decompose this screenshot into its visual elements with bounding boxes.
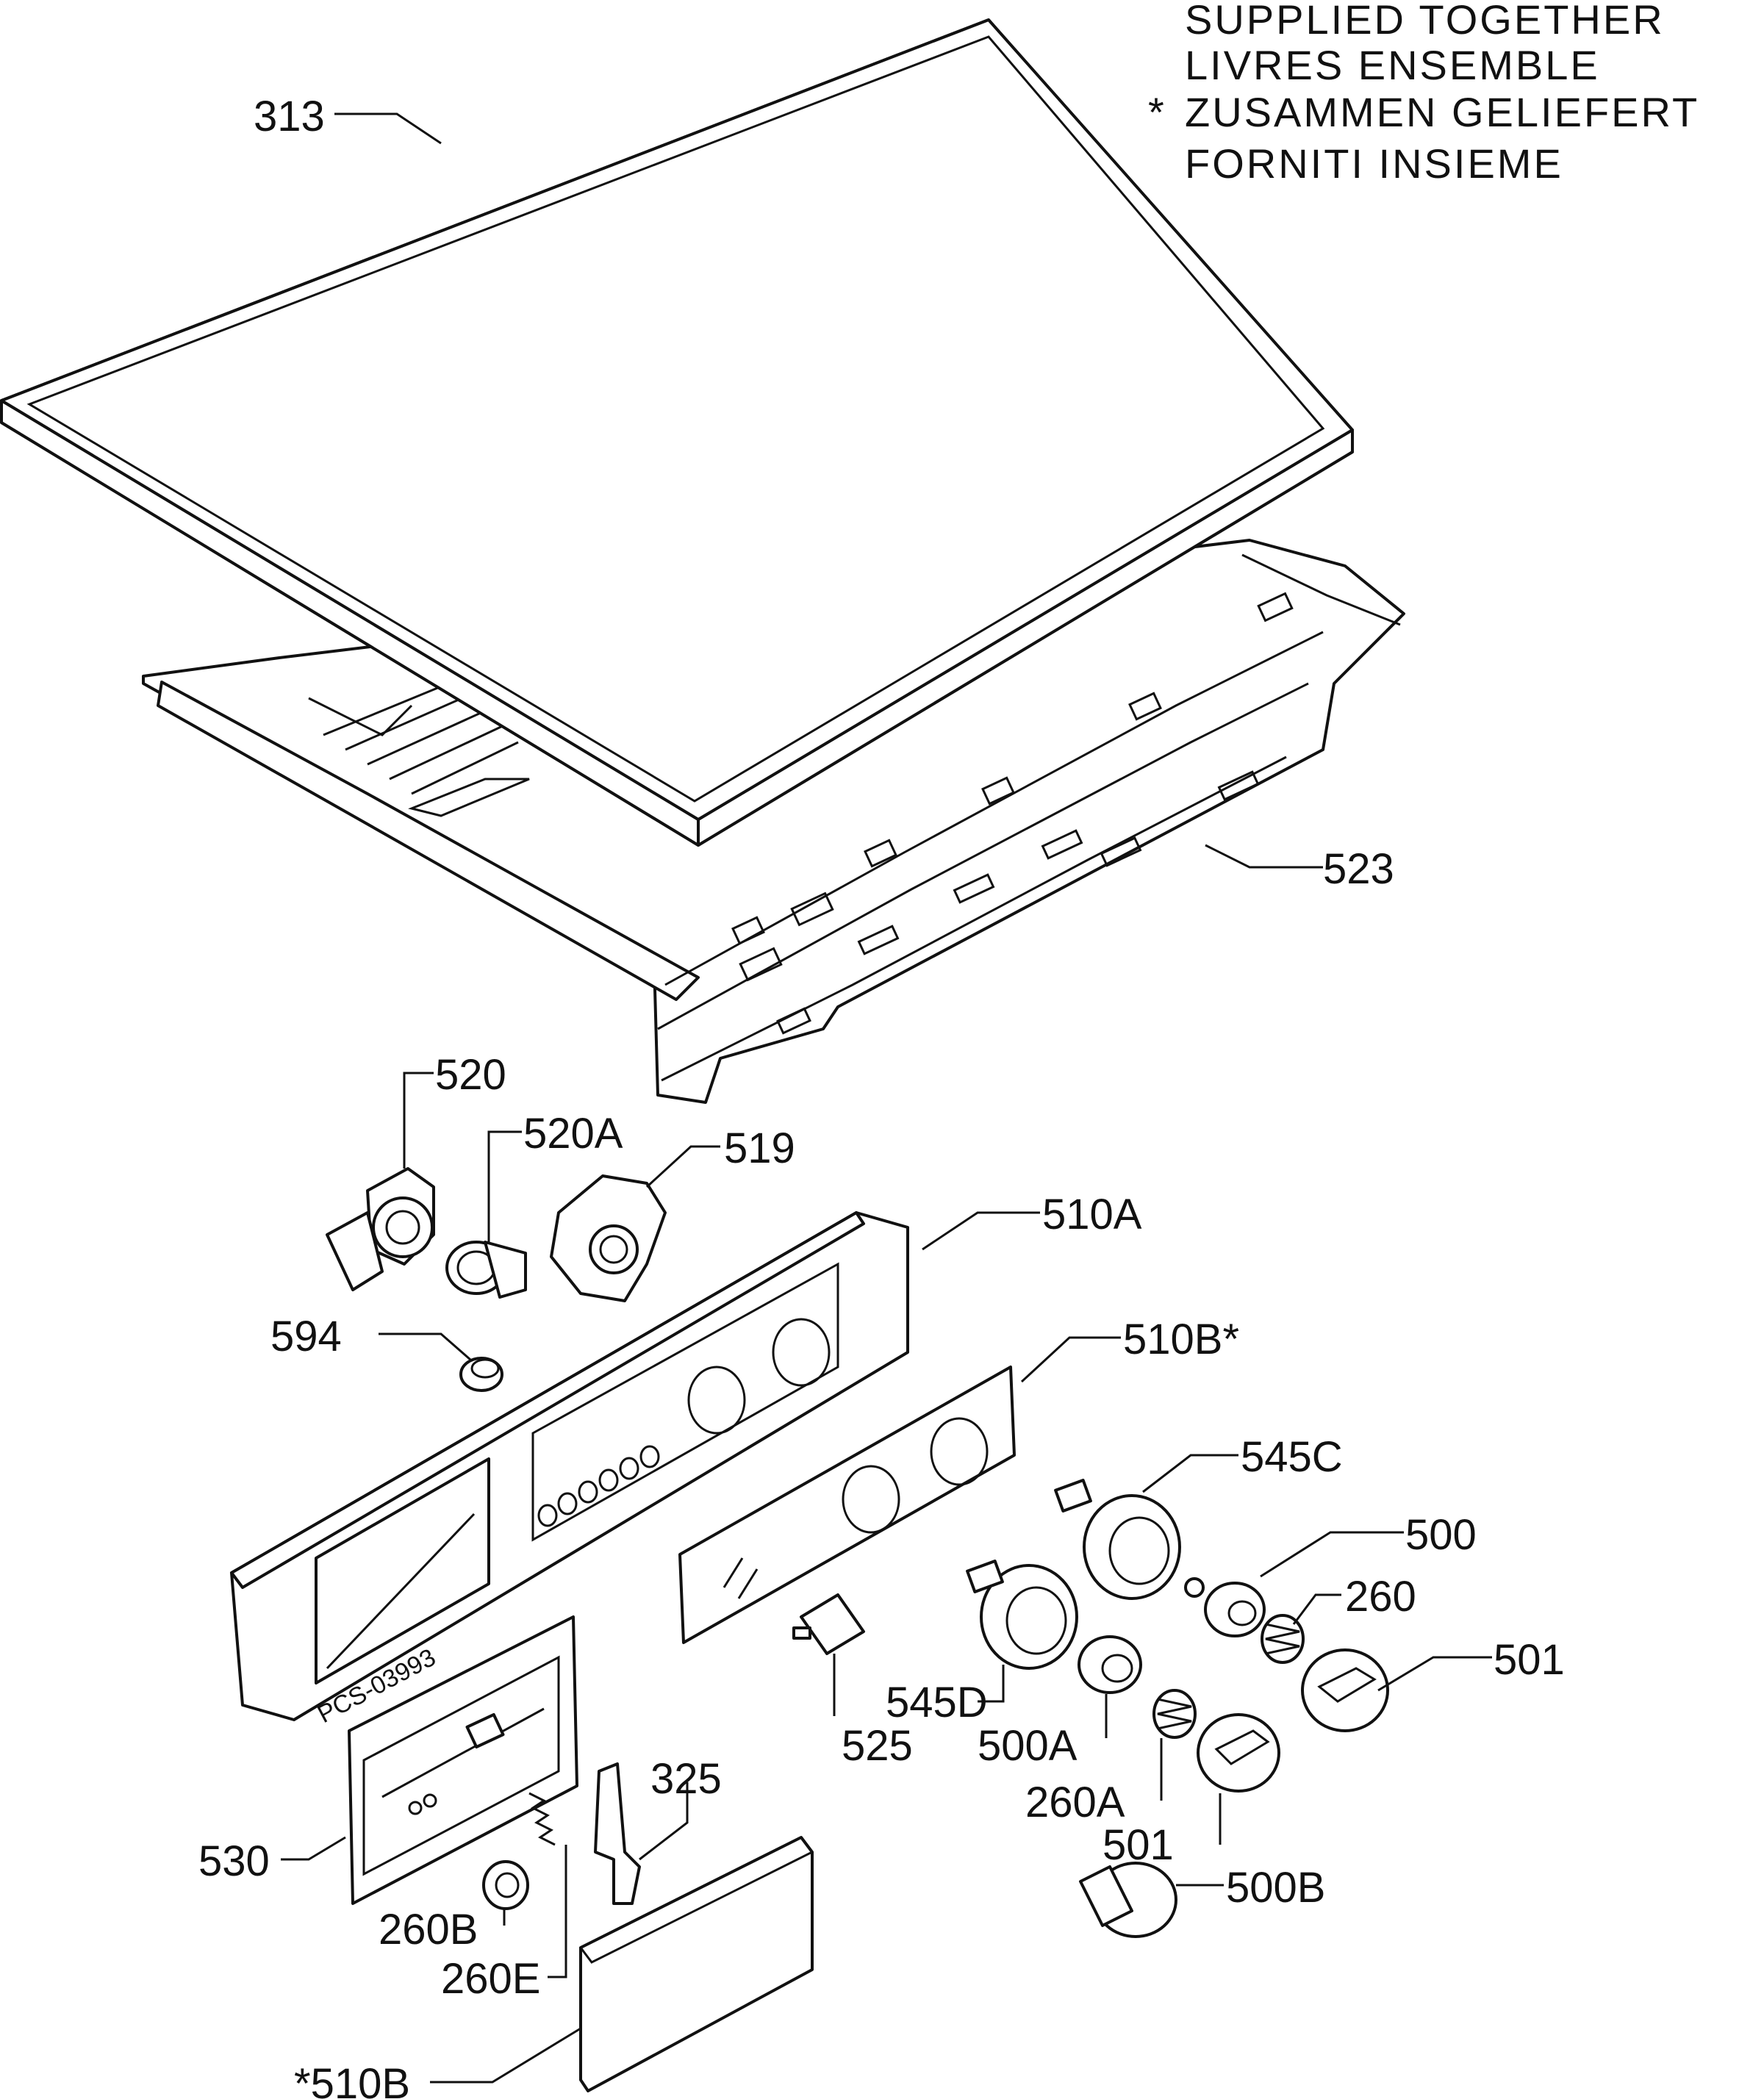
part-520A-gear-knob [445, 1241, 527, 1299]
callout-530: 530 [198, 1837, 270, 1885]
part-525-button [792, 1593, 865, 1655]
callout-501-bottom: 501 [1102, 1821, 1174, 1869]
part-260E-spring [528, 1792, 556, 1846]
part-260B-spring [482, 1860, 529, 1910]
part-500B-knob-adapter [1079, 1862, 1177, 1938]
callout-325: 325 [650, 1755, 722, 1803]
callout-labels: 313 523 520 520A 519 510A 594 510B* 545C… [198, 93, 1565, 2099]
note-line-4: FORNITI INSIEME [1185, 140, 1563, 187]
part-520-switch-bracket [326, 1167, 435, 1291]
part-260-spring [1261, 1614, 1305, 1664]
callout-594: 594 [270, 1313, 342, 1360]
callout-510A: 510A [1042, 1191, 1142, 1238]
supplied-together-note: SUPPLIED TOGETHER LIVRES ENSEMBLE * ZUSA… [1148, 0, 1699, 187]
part-260A-spring [1152, 1689, 1197, 1739]
callout-523: 523 [1323, 845, 1394, 893]
callout-519: 519 [724, 1124, 795, 1172]
callout-520A: 520A [523, 1110, 623, 1158]
callout-510B-bottom: *510B [294, 2060, 410, 2099]
callout-313: 313 [254, 93, 325, 140]
callout-545C: 545C [1241, 1433, 1343, 1481]
note-line-2: LIVRES ENSEMBLE [1185, 42, 1600, 88]
part-594-button-cap [459, 1357, 503, 1392]
callout-260B: 260B [379, 1906, 478, 1953]
callout-520: 520 [435, 1051, 506, 1099]
part-313-lid [0, 18, 1354, 847]
callout-260E: 260E [441, 1955, 540, 2003]
callout-500: 500 [1405, 1511, 1477, 1559]
callout-260: 260 [1345, 1573, 1416, 1621]
callout-500B: 500B [1226, 1864, 1325, 1912]
callout-510B-top: 510B* [1123, 1316, 1239, 1363]
note-asterisk: * [1148, 89, 1166, 135]
part-325-lever [594, 1762, 641, 1905]
part-545C-lamp-holder [1054, 1479, 1181, 1600]
note-line-1: SUPPLIED TOGETHER [1185, 0, 1665, 43]
part-519-cam-housing [550, 1174, 667, 1302]
callout-500A: 500A [978, 1722, 1078, 1770]
leader-lines [281, 112, 1492, 2084]
part-501-knob-right [1301, 1648, 1389, 1732]
part-500-knob-carrier [1184, 1577, 1266, 1637]
part-510B-upper-insert [678, 1366, 1016, 1644]
note-line-3: ZUSAMMEN GELIEFERT [1185, 89, 1699, 135]
part-545D-lamp-holder [966, 1560, 1078, 1670]
callout-260A: 260A [1025, 1779, 1125, 1826]
callout-545D: 545D [886, 1679, 988, 1726]
part-501-knob-bottom [1197, 1713, 1280, 1793]
part-530-door-housing [348, 1615, 578, 1905]
part-500A-knob-carrier [1078, 1635, 1142, 1694]
callout-525: 525 [842, 1722, 913, 1770]
callout-501-right: 501 [1494, 1636, 1565, 1684]
part-510B-lower-flap [578, 1836, 814, 2092]
